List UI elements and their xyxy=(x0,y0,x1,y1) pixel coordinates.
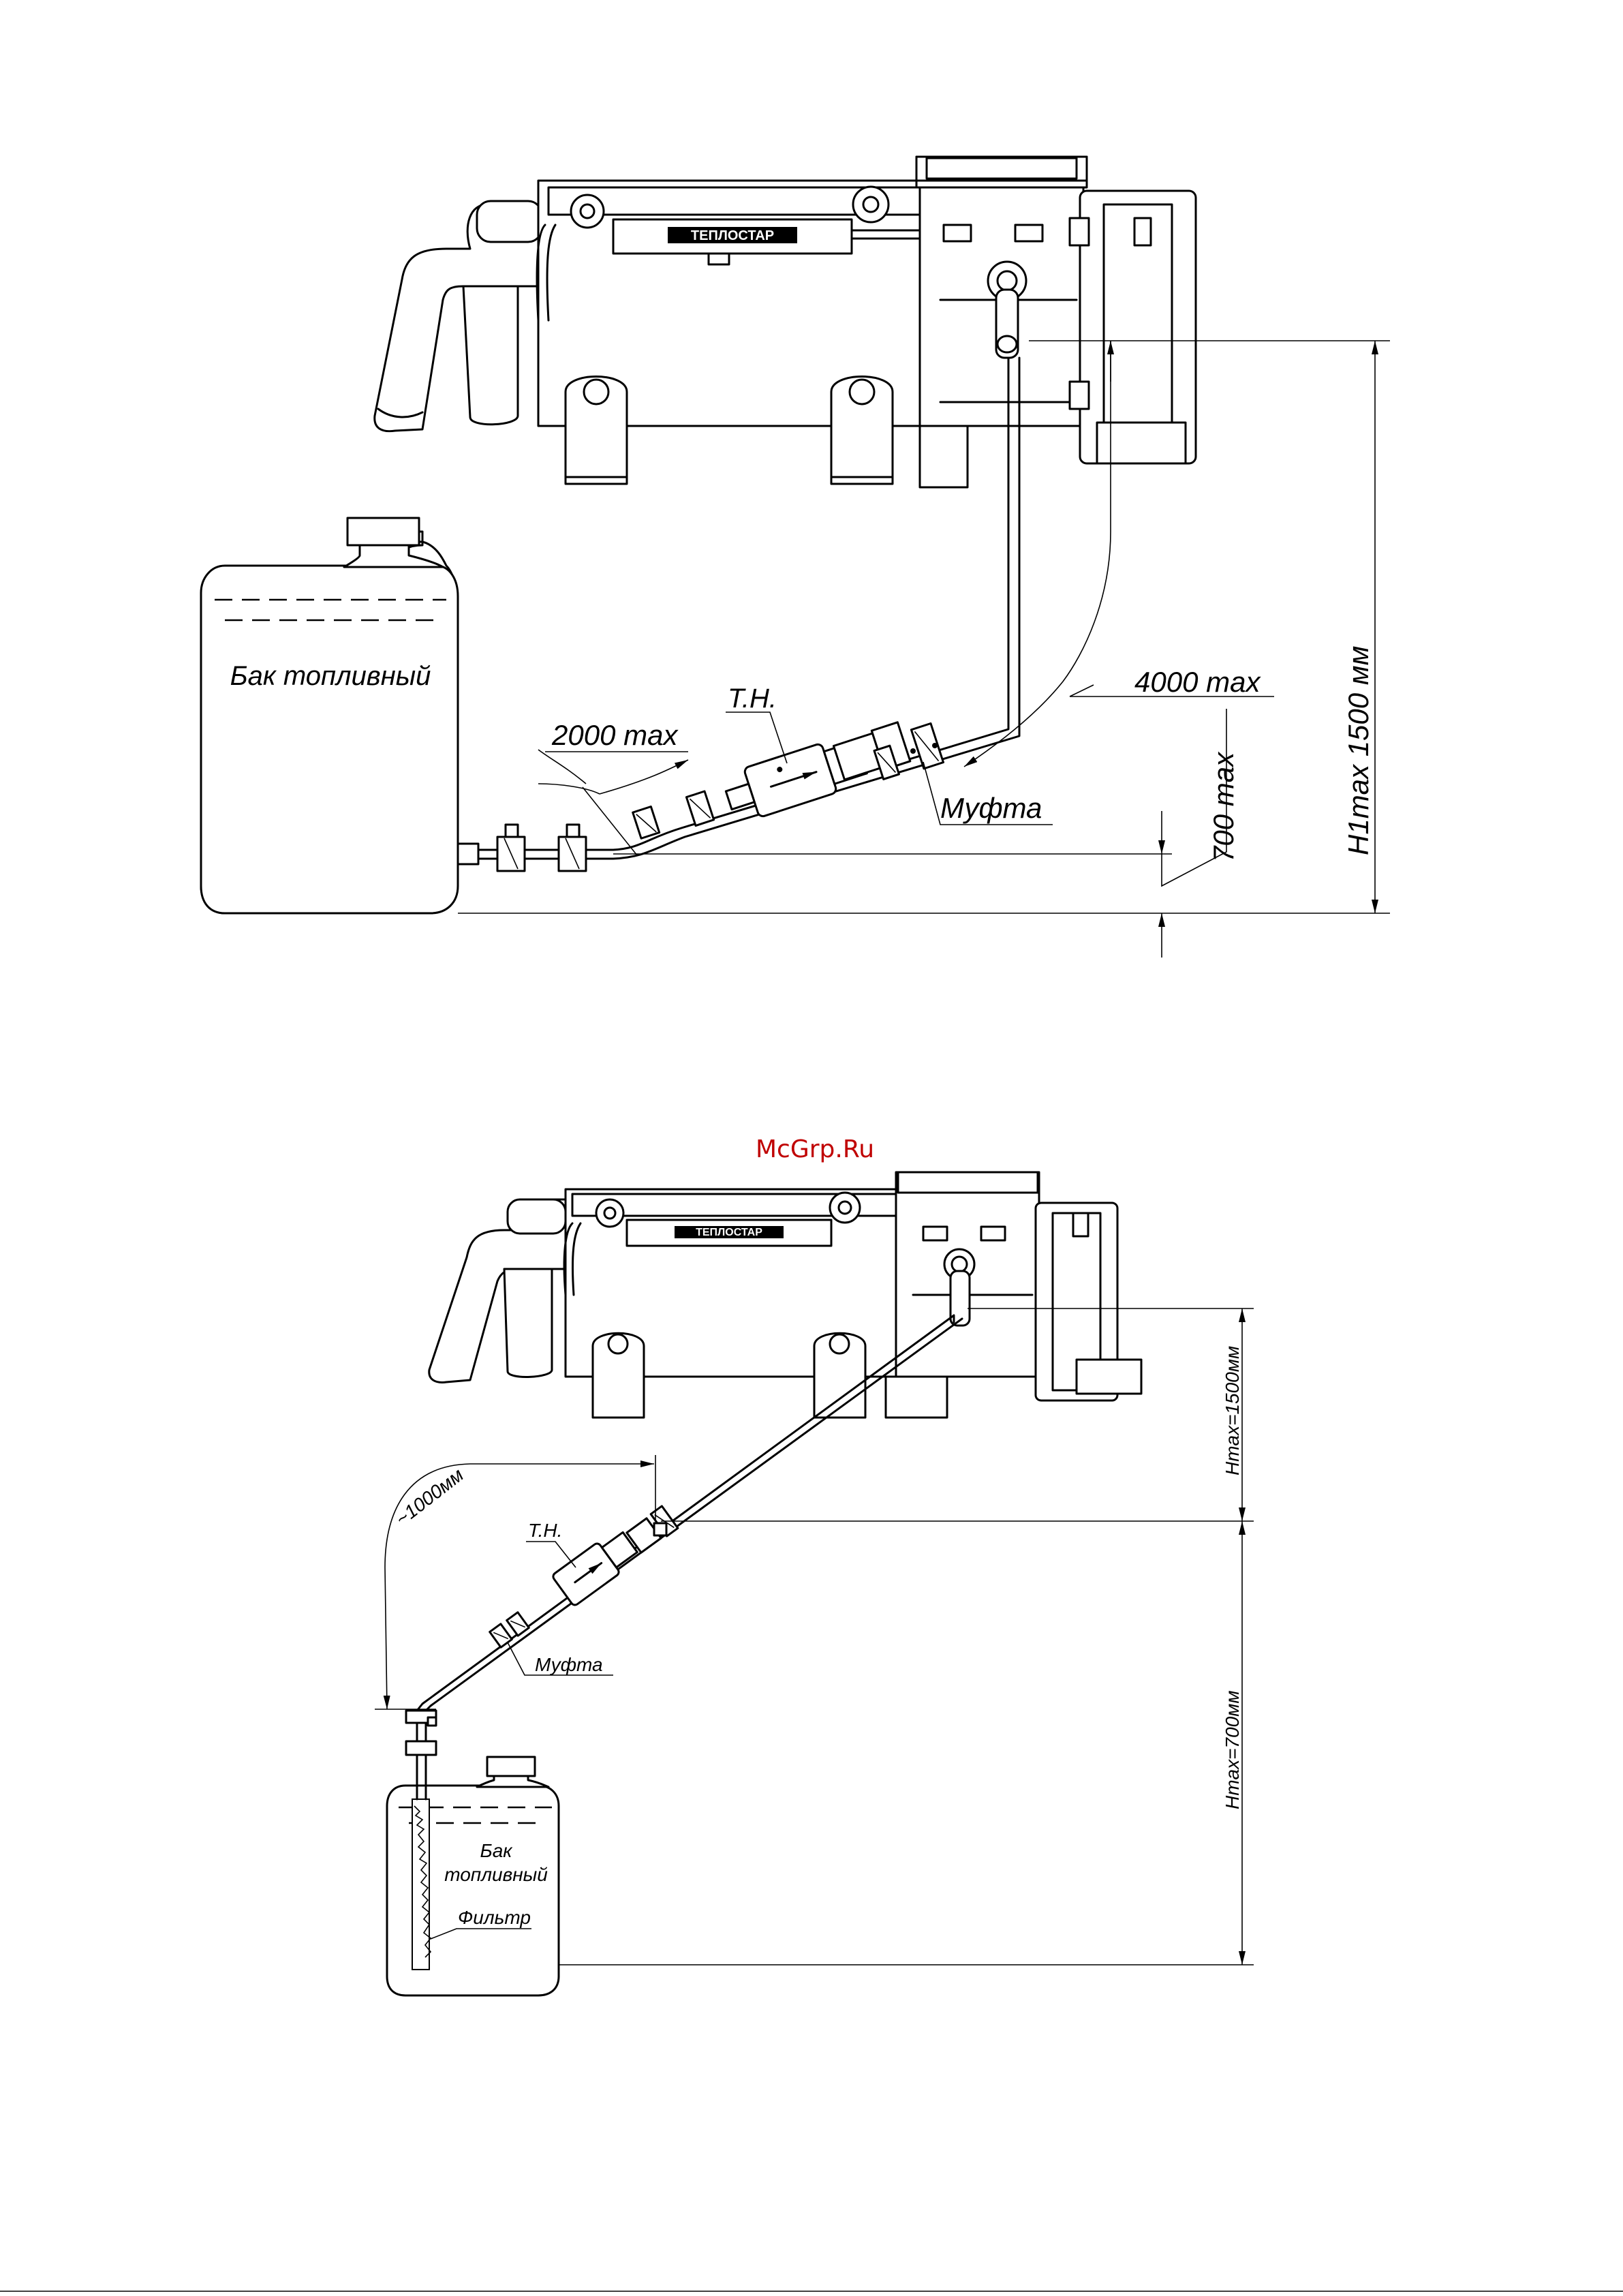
dim-700-label: 700 max xyxy=(1207,751,1239,862)
pump-label-bottom: Т.Н. xyxy=(528,1520,562,1541)
fuel-tank-top: Бак топливный xyxy=(201,518,458,913)
diagram-bottom: ТЕПЛОСТАР xyxy=(375,1172,1254,1995)
pipe-clamp xyxy=(406,1741,436,1755)
tank-cap xyxy=(347,518,419,545)
dim-h1-label: H1max 1500 мм xyxy=(1342,646,1374,855)
mounting-foot xyxy=(566,377,627,485)
dim-2000-label: 2000 max xyxy=(551,719,679,751)
tank-cap xyxy=(487,1757,535,1776)
coupling-label-top: Муфта xyxy=(940,792,1042,824)
heater-unit-top: ТЕПЛОСТАР xyxy=(375,157,1196,487)
dim-h700-label: Hmax=700мм xyxy=(1222,1690,1243,1809)
brand-plate-text-bottom: ТЕПЛОСТАР xyxy=(696,1227,762,1238)
fuel-tank-bottom: Бак топливный Фильтр xyxy=(387,1757,559,1995)
coupling-label-bottom: Муфта xyxy=(535,1654,603,1675)
pump-label-top: Т.Н. xyxy=(728,684,777,714)
mounting-foot xyxy=(593,1333,644,1418)
fuel-line-bottom xyxy=(406,1315,962,1765)
brand-plate-text: ТЕПЛОСТАР xyxy=(691,228,774,243)
intake-pipe xyxy=(463,286,518,425)
watermark-text: McGrp.Ru xyxy=(756,1135,874,1163)
intake-pipe xyxy=(504,1269,552,1377)
intake-collar xyxy=(508,1199,566,1234)
fuel-filter xyxy=(412,1799,429,1970)
tank-label-bottom-2: топливный xyxy=(444,1864,548,1885)
coupling xyxy=(911,724,943,769)
filter-label: Фильтр xyxy=(458,1907,531,1928)
tank-label-bottom-1: Бак xyxy=(480,1840,513,1861)
mounting-foot xyxy=(831,377,893,485)
dim-h1500-label: Hmax=1500мм xyxy=(1222,1346,1243,1475)
intake-collar xyxy=(477,201,542,242)
heater-unit-bottom: ТЕПЛОСТАР xyxy=(429,1172,1141,1418)
dim-4000-label: 4000 max xyxy=(1134,666,1261,698)
fuel-pump-bottom xyxy=(552,1527,642,1606)
tank-label-top: Бак топливный xyxy=(230,661,431,691)
diagram-top: ТЕПЛОСТАР xyxy=(201,157,1390,958)
mounting-foot xyxy=(814,1333,865,1418)
